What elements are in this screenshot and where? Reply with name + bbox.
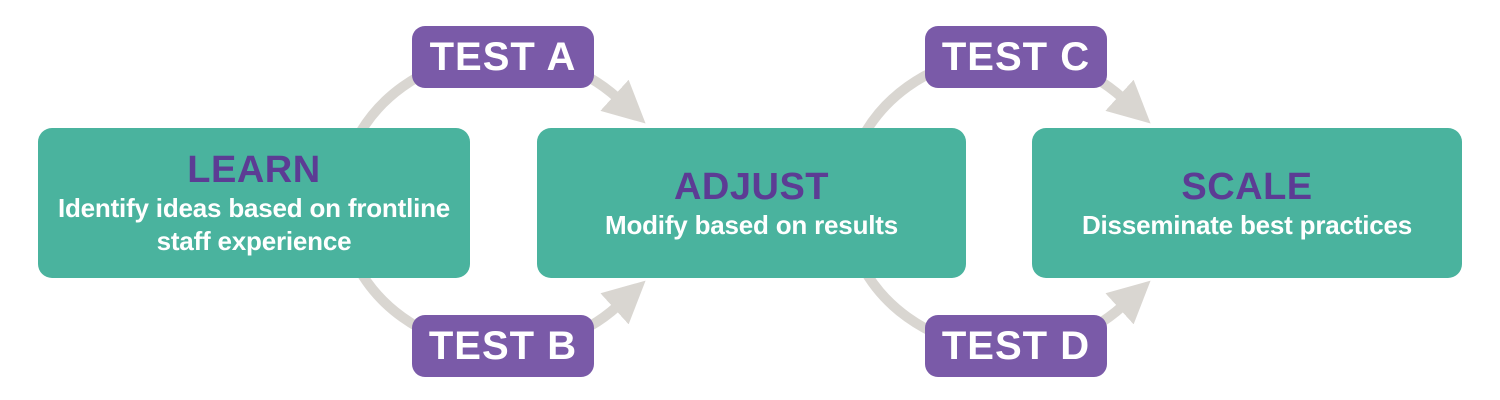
stage-scale-title: SCALE xyxy=(1181,165,1313,208)
stage-adjust-subtitle: Modify based on results xyxy=(604,209,898,240)
stage-learn-subtitle: Identify ideas based on frontline staff … xyxy=(57,193,451,256)
stage-scale-subtitle: Disseminate best practices xyxy=(1081,209,1413,240)
test-b-badge: TEST B xyxy=(412,315,594,377)
stage-learn: LEARN Identify ideas based on frontline … xyxy=(38,128,470,278)
stage-scale: SCALE Disseminate best practices xyxy=(1032,128,1462,278)
test-d-badge: TEST D xyxy=(925,315,1107,377)
test-c-badge: TEST C xyxy=(925,26,1107,88)
stage-learn-title: LEARN xyxy=(187,149,321,191)
stage-adjust-title: ADJUST xyxy=(673,165,830,208)
stage-adjust: ADJUST Modify based on results xyxy=(537,128,966,278)
test-a-badge: TEST A xyxy=(412,26,594,88)
